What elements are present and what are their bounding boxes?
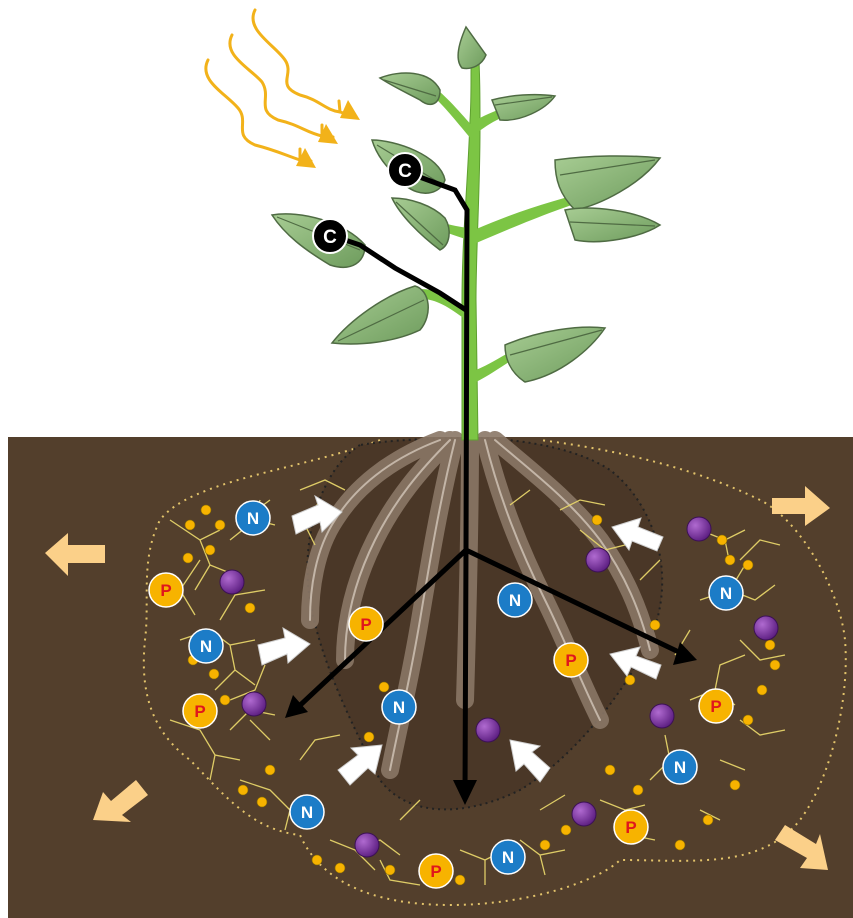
svg-text:N: N [247, 509, 259, 528]
carbon-c-icon: C [313, 219, 347, 253]
purple-nutrient-icon [242, 692, 266, 716]
svg-text:P: P [625, 818, 636, 837]
svg-text:C: C [398, 161, 412, 182]
svg-text:N: N [502, 848, 514, 867]
nitrogen-n-icon: N [236, 501, 270, 535]
phosphorus-p-icon: P [554, 643, 588, 677]
phosphorus-p-icon: P [614, 810, 648, 844]
svg-text:N: N [200, 637, 212, 656]
phosphorus-p-icon: P [419, 854, 453, 888]
leaf [380, 73, 440, 104]
nitrogen-n-icon: N [189, 629, 223, 663]
svg-text:N: N [393, 698, 405, 717]
svg-text:P: P [430, 862, 441, 881]
phosphorus-p-icon: P [349, 607, 383, 641]
svg-text:N: N [674, 758, 686, 777]
purple-nutrient-icon [586, 548, 610, 572]
nitrogen-n-icon: N [290, 795, 324, 829]
sun-ray-arrowheads [296, 100, 360, 168]
svg-text:N: N [720, 584, 732, 603]
nitrogen-n-icon: N [709, 576, 743, 610]
phosphorus-p-icon: P [149, 573, 183, 607]
svg-text:P: P [194, 702, 205, 721]
nitrogen-n-icon: N [498, 583, 532, 617]
svg-text:C: C [323, 227, 337, 248]
leaf [458, 27, 486, 68]
phosphorus-p-icon: P [699, 689, 733, 723]
carbon-c-icon: C [388, 153, 422, 187]
nitrogen-n-icon: N [663, 750, 697, 784]
leaf [555, 156, 660, 210]
svg-text:P: P [160, 581, 171, 600]
purple-nutrient-icon [650, 704, 674, 728]
nitrogen-n-icon: N [491, 840, 525, 874]
svg-text:P: P [360, 615, 371, 634]
svg-text:P: P [565, 651, 576, 670]
purple-nutrient-icon [220, 570, 244, 594]
leaf [505, 327, 605, 382]
svg-text:N: N [509, 591, 521, 610]
purple-nutrient-icon [355, 833, 379, 857]
phosphorus-p-icon: P [183, 694, 217, 728]
leaf [332, 286, 428, 344]
purple-nutrient-icon [572, 802, 596, 826]
purple-nutrient-icon [476, 718, 500, 742]
purple-nutrient-icon [754, 616, 778, 640]
leaf [565, 208, 660, 241]
svg-text:N: N [301, 803, 313, 822]
nitrogen-n-icon: N [382, 690, 416, 724]
svg-text:P: P [710, 697, 721, 716]
purple-nutrient-icon [687, 517, 711, 541]
